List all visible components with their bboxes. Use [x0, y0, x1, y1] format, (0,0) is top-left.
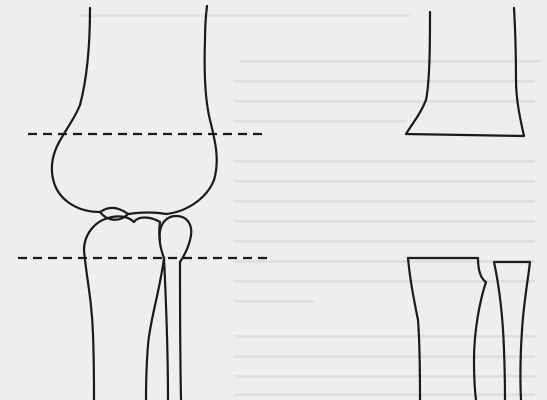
- texture-line: [235, 260, 535, 263]
- texture-line: [235, 355, 535, 358]
- femur-outline: [52, 6, 217, 214]
- texture-line: [235, 200, 535, 203]
- tibia-shaft-right: [146, 258, 164, 400]
- fibula-shaft-right: [180, 262, 181, 400]
- texture-line: [235, 160, 535, 163]
- fibula-head: [160, 216, 192, 262]
- texture-line: [235, 393, 535, 396]
- resected-tibia: [408, 258, 486, 400]
- texture-line: [240, 60, 540, 63]
- tibia-plateau: [84, 216, 160, 250]
- texture-line: [235, 335, 535, 338]
- texture-line: [235, 220, 535, 223]
- texture-line: [235, 300, 315, 303]
- texture-line: [80, 14, 410, 17]
- texture-line: [235, 240, 535, 243]
- texture-line: [235, 375, 535, 378]
- texture-line: [235, 120, 405, 123]
- fibula-shaft-left: [164, 258, 168, 400]
- texture-line: [235, 100, 535, 103]
- texture-line: [235, 80, 535, 83]
- texture-line: [235, 180, 535, 183]
- tibia-shaft-left: [84, 250, 94, 400]
- resected-femur: [406, 8, 524, 136]
- resected-bones-drawing: [406, 8, 530, 400]
- texture-line: [235, 280, 535, 283]
- knee-joint-drawing: [18, 6, 272, 400]
